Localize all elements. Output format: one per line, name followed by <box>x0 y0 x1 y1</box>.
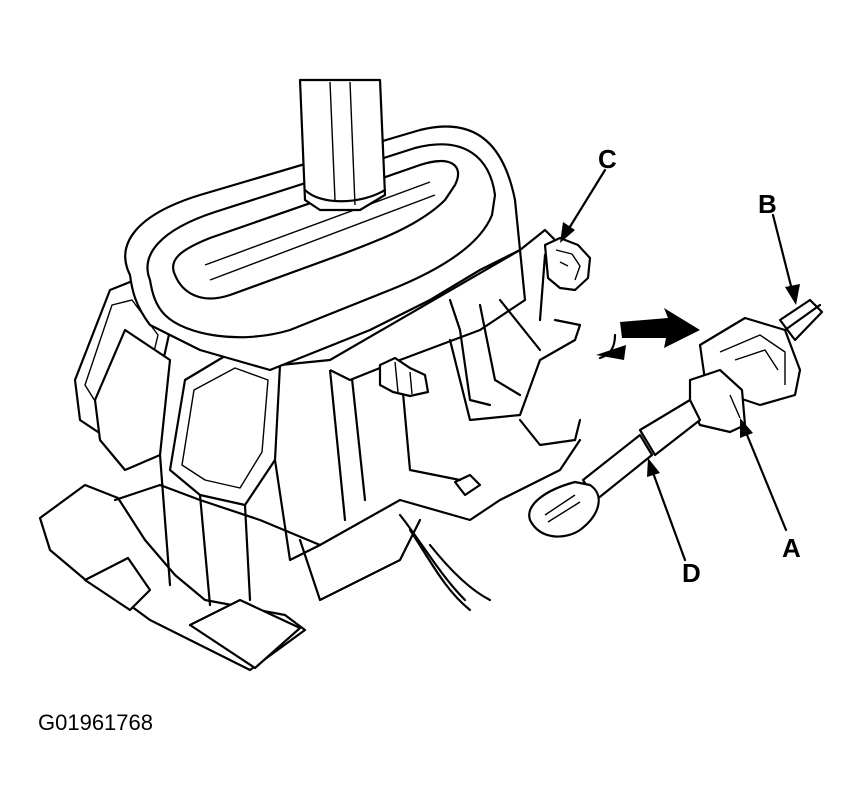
callout-label-a: A <box>782 533 801 563</box>
shifter-bezel <box>124 125 522 372</box>
callout-leader-a <box>740 418 788 532</box>
shift-cable <box>778 298 824 342</box>
shift-lever <box>298 78 387 212</box>
callout-leader-c <box>560 168 607 243</box>
callout-leader-d <box>647 458 687 562</box>
callout-label-c: C <box>598 144 617 174</box>
base-bracket <box>38 418 582 672</box>
figure-id: G01961768 <box>38 710 153 735</box>
cable-lock-assembly <box>528 316 802 538</box>
callout-label-d: D <box>682 558 701 588</box>
callout-leader-b <box>771 213 800 305</box>
callout-label-b: B <box>758 189 777 219</box>
shifter-housing <box>73 228 582 607</box>
lock-clip <box>543 236 592 292</box>
removal-direction-arrow <box>596 308 700 360</box>
